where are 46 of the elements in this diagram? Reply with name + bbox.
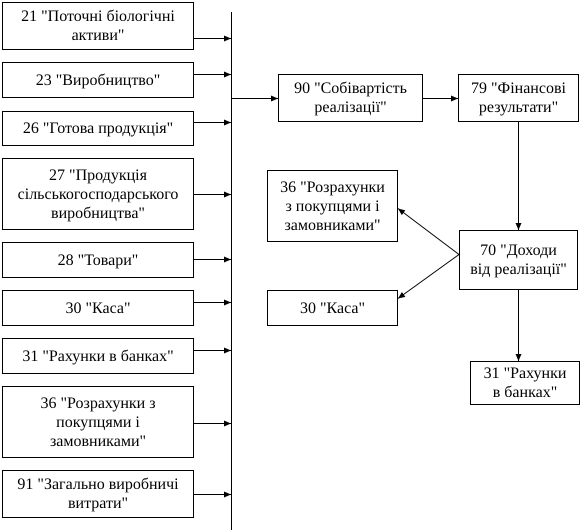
account-box <box>2 470 194 518</box>
arrow <box>194 420 232 426</box>
arrow <box>422 96 458 102</box>
account-box <box>459 230 578 290</box>
account-label: 79 "Фінансові результати" <box>470 79 567 117</box>
account-label: 30 "Каса" <box>65 298 131 318</box>
arrow <box>516 122 522 230</box>
account-box <box>2 338 194 374</box>
account-label: 36 "Розрахунки з покупцями і замовниками" <box>39 394 157 450</box>
account-box <box>470 361 580 405</box>
account-label: 23 "Виробництво" <box>36 70 160 90</box>
account-label: 31 "Рахунки в банках" <box>22 346 174 366</box>
account-box <box>2 158 194 230</box>
account-label: 70 "Доходи від реалізації" <box>469 241 568 279</box>
arrow <box>398 254 460 299</box>
account-label: 30 "Каса" <box>300 298 366 318</box>
account-box <box>2 386 194 458</box>
arrow <box>516 290 522 362</box>
account-box <box>2 2 194 50</box>
account-box <box>2 62 194 98</box>
account-label: 21 "Поточні біологічні активи" <box>20 7 176 45</box>
arrow <box>194 120 232 126</box>
account-box <box>2 290 194 326</box>
arrow <box>194 348 232 354</box>
arrow <box>194 72 232 78</box>
account-label: 36 "Розрахунки з покупцями і замовниками" <box>279 178 386 234</box>
account-box <box>278 74 423 122</box>
account-box <box>267 290 398 326</box>
account-box <box>2 242 194 278</box>
bus-line <box>231 12 232 530</box>
account-label: 90 "Собівартість реалізації" <box>293 79 408 117</box>
arrow <box>398 208 460 255</box>
arrow <box>232 96 278 102</box>
arrow <box>194 492 232 498</box>
account-label: 28 "Товари" <box>58 250 138 270</box>
account-box <box>267 170 398 242</box>
account-box <box>2 111 194 146</box>
account-label: 27 "Продукція сільськогосподарського виробництва" <box>16 166 180 222</box>
arrow <box>194 36 232 42</box>
account-label: 31 "Рахунки в банках" <box>482 364 568 402</box>
account-box <box>458 74 579 122</box>
account-label: 26 "Готова продукція" <box>22 119 174 138</box>
arrow <box>194 192 232 198</box>
arrow <box>194 300 232 306</box>
account-label: 91 "Загально виробничі витрати" <box>16 475 180 513</box>
arrow <box>194 256 232 262</box>
